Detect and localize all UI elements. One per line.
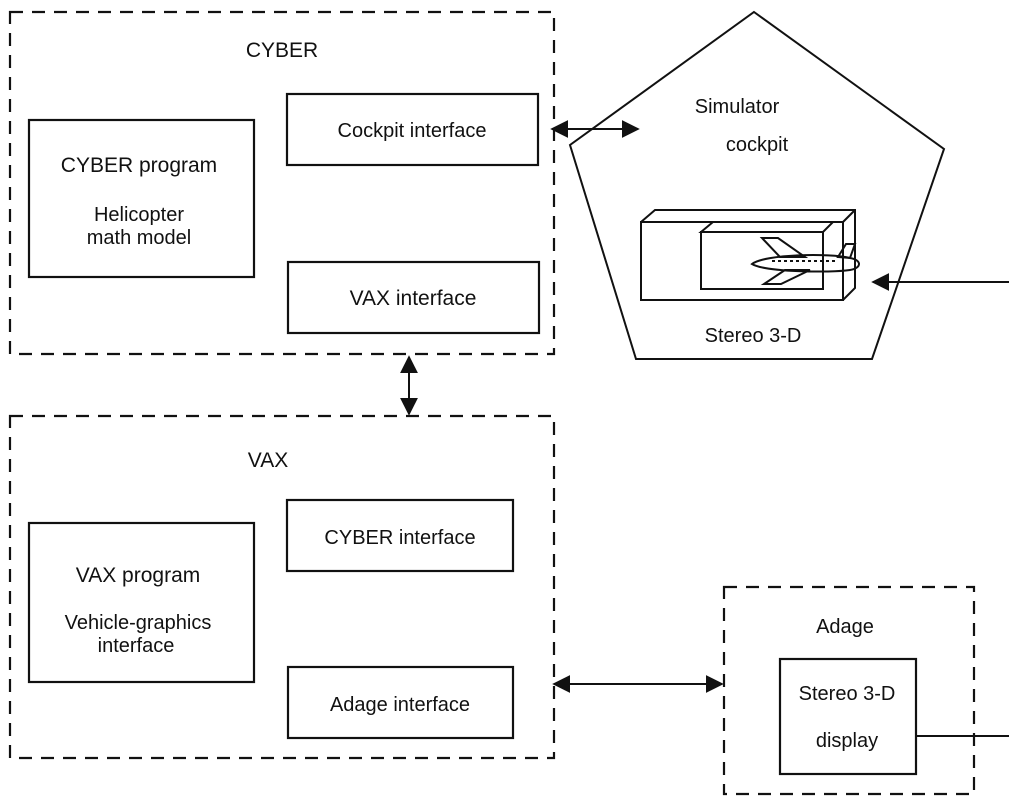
cyber-interface-label: CYBER interface (324, 527, 475, 549)
simulator-cockpit: Simulator cockpit Stereo 3-D (568, 10, 946, 360)
simulator-label: Simulator (695, 96, 780, 118)
airplane-icon (750, 237, 860, 285)
vehicle-graphics-interface-label: interface (98, 635, 175, 657)
cyber-dashed-boundary (8, 10, 556, 356)
vax-title: VAX (248, 449, 288, 472)
stereo-3d-label: Stereo 3-D (705, 325, 802, 347)
adage-dashed-boundary (722, 585, 976, 796)
cockpit-pentagon (568, 10, 946, 360)
vax-interface-box: VAX interface (286, 260, 541, 335)
adage-interface-box: Adage interface (286, 665, 515, 740)
vehicle-graphics-label: Vehicle-graphics (65, 612, 212, 634)
helicopter-label: Helicopter (94, 204, 184, 226)
stereo-display-label: Stereo 3-D (799, 683, 896, 705)
cockpit-interface-box: Cockpit interface (285, 92, 540, 167)
adage-interface-label: Adage interface (330, 694, 470, 716)
cockpit-interface-label: Cockpit interface (338, 120, 487, 142)
cyber-program-box: CYBER program Helicopter math model (27, 118, 256, 279)
math-model-label: math model (87, 227, 192, 249)
vax-dashed-boundary (8, 414, 556, 760)
adage-group: Adage Stereo 3-D display (722, 585, 976, 796)
stereo-display-box: Stereo 3-D display (778, 657, 918, 776)
cyber-program-label: CYBER program (61, 154, 217, 177)
cyber-title: CYBER (246, 39, 318, 62)
cyber-group: CYBER CYBER program Helicopter math mode… (8, 10, 556, 356)
vax-program-box: VAX program Vehicle-graphics interface (27, 521, 256, 684)
adage-title: Adage (816, 616, 874, 638)
cyber-interface-box: CYBER interface (285, 498, 515, 573)
display-label: display (816, 730, 878, 752)
vax-program-label: VAX program (76, 564, 201, 587)
vax-group: VAX VAX program Vehicle-graphics interfa… (8, 414, 556, 760)
vax-interface-label: VAX interface (350, 287, 477, 310)
cockpit-label: cockpit (726, 134, 789, 156)
